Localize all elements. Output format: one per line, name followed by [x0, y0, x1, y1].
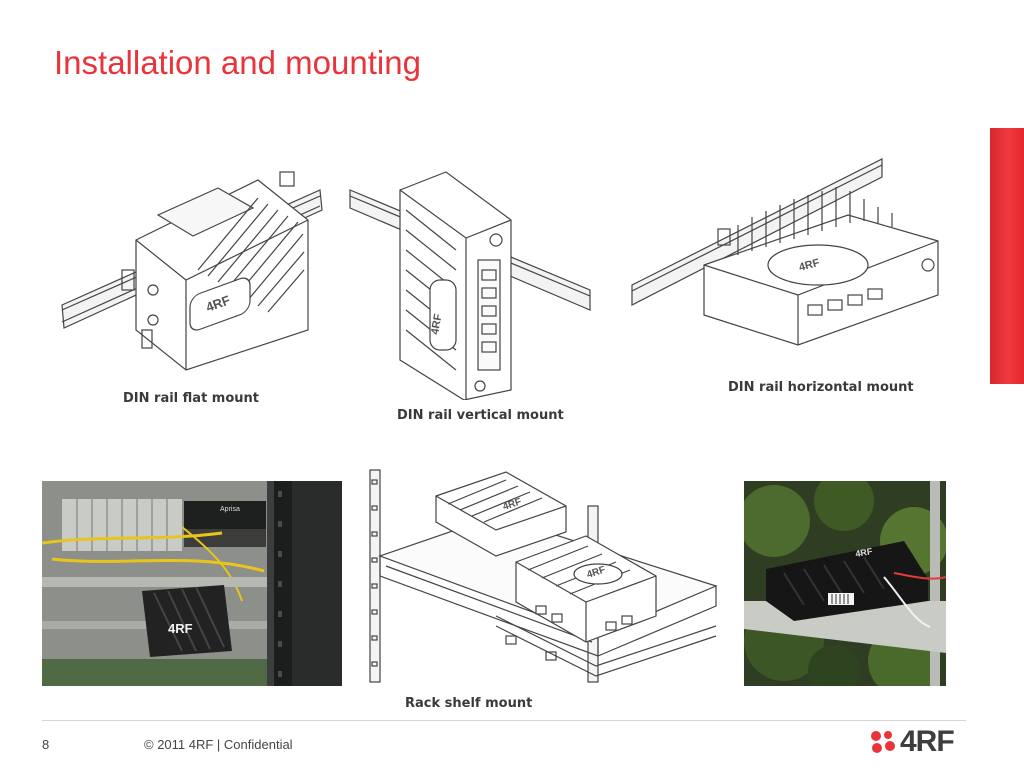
cabinet-installation-photo: Aprisa 4RF [42, 481, 342, 686]
rack-shelf-mount-drawing: 4RF 4RF [366, 466, 720, 688]
outdoor-pole-mount-photo: 4RF [744, 481, 946, 686]
caption-din-horizontal: DIN rail horizontal mount [728, 380, 914, 395]
caption-rack-shelf: Rack shelf mount [405, 696, 533, 711]
logo-text: 4RF [900, 725, 955, 758]
device-badge-horizontal: 4RF [798, 257, 821, 274]
din-rail-horizontal-mount-drawing: 4RF [628, 155, 948, 355]
outdoor-photo-svg: 4RF [744, 481, 946, 686]
din-rail-vertical-mount-svg: 4RF [349, 171, 591, 400]
panel-label: Aprisa [220, 506, 240, 513]
slide-title: Installation and mounting [54, 44, 421, 81]
din-rail-vertical-mount-drawing: 4RF [346, 160, 596, 400]
page-number: 8 [42, 737, 50, 752]
din-rail-horizontal-mount-svg: 4RF [631, 158, 939, 346]
logo-mark-icon [871, 731, 895, 753]
cabinet-photo-svg: Aprisa 4RF [42, 481, 342, 686]
company-logo: 4RF [868, 725, 968, 758]
din-rail-flat-mount-svg: 4RF [61, 171, 323, 371]
caption-din-vertical: DIN rail vertical mount [397, 408, 564, 423]
outdoor-device-badge: 4RF [855, 546, 874, 559]
accent-bar [990, 128, 1024, 384]
footer-copyright: © 2011 4RF | Confidential [144, 737, 293, 752]
cabinet-device-badge: 4RF [168, 621, 193, 636]
footer-divider [42, 720, 966, 721]
din-rail-flat-mount-drawing: 4RF [58, 170, 328, 380]
rack-shelf-mount-svg: 4RF 4RF [369, 469, 718, 683]
caption-din-flat: DIN rail flat mount [123, 391, 260, 406]
device-badge-vertical: 4RF [429, 313, 444, 336]
